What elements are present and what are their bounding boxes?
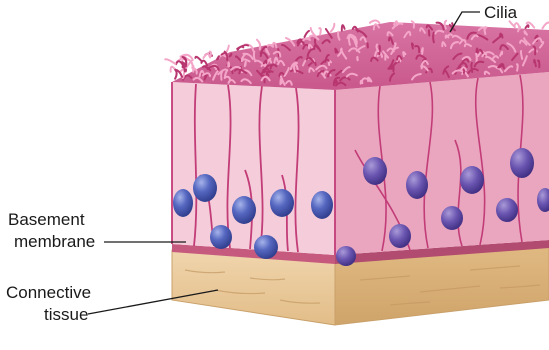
cilia-label: Cilia [484, 3, 517, 23]
cilium [517, 64, 518, 70]
basement-membrane-label-line1: Basement [8, 210, 85, 230]
cilium [379, 46, 380, 54]
nucleus [441, 206, 463, 230]
nucleus [311, 191, 333, 219]
cilium [245, 62, 246, 67]
cilium [412, 43, 413, 48]
nucleus [460, 166, 484, 194]
cilium [526, 25, 529, 28]
cilium [422, 48, 423, 54]
cilium [331, 24, 335, 32]
cilium [543, 23, 549, 29]
cilium [203, 54, 209, 58]
cilium [305, 31, 310, 37]
cilium [217, 56, 219, 59]
cilium [228, 62, 229, 66]
cilium [254, 52, 255, 61]
epithelium-front-face [172, 82, 335, 255]
connective-tissue-label-line2: tissue [44, 305, 88, 325]
cilium [433, 33, 434, 43]
nucleus [173, 189, 193, 217]
nucleus [193, 174, 217, 202]
cilium [342, 25, 345, 30]
nucleus [363, 157, 387, 185]
nucleus [389, 224, 411, 248]
nucleus [496, 198, 518, 222]
connective-tissue-label-line1: Connective [6, 283, 91, 303]
nucleus [232, 196, 256, 224]
cilium [195, 57, 201, 61]
nucleus [336, 246, 356, 266]
nucleus [406, 171, 428, 199]
cilium [477, 48, 479, 52]
nucleus [254, 235, 278, 259]
cilium [319, 28, 320, 35]
nucleus [210, 225, 232, 249]
cilium [175, 70, 177, 79]
nucleus [270, 189, 294, 217]
cilium [165, 59, 175, 64]
nucleus [510, 148, 534, 178]
cilium [471, 63, 472, 72]
cilium [445, 21, 447, 29]
cilium [370, 20, 380, 23]
cilium [171, 67, 175, 72]
basement-membrane-label-line2: membrane [14, 232, 95, 252]
cilium [221, 72, 222, 80]
